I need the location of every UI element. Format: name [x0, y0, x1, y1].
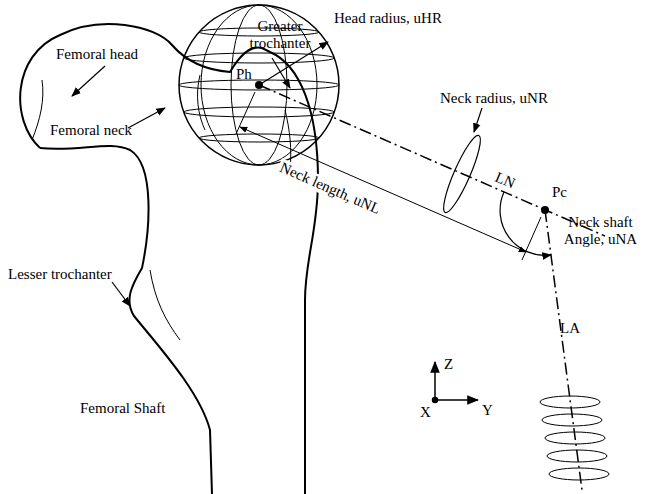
- part-label: Head radius, uHR: [334, 10, 442, 27]
- part-label: Femoral head: [56, 46, 138, 63]
- part-label: Y: [482, 402, 493, 419]
- part-label: Lesser trochanter: [8, 266, 112, 283]
- part-label: Femoral neck: [50, 122, 132, 139]
- part-label: Z: [444, 356, 453, 373]
- part-label: Pc: [552, 184, 567, 201]
- pointer-arrow: [72, 66, 105, 96]
- part-label: Greater trochanter: [240, 18, 320, 53]
- part-label: Neck radius, uNR: [440, 90, 548, 107]
- neck-length-dimension: [236, 92, 541, 260]
- part-label: LA: [560, 320, 580, 337]
- part-label: X: [420, 404, 431, 421]
- neck-shaft-point: [541, 206, 549, 214]
- part-label: Femoral Shaft: [80, 400, 165, 417]
- part-label: Neck shaft Angle, uNA: [553, 214, 648, 249]
- neck-ellipse: [438, 132, 486, 215]
- neck-radius-arrow: [474, 108, 482, 132]
- part-label: Neck length, uNL: [275, 158, 384, 219]
- femur-outline: [20, 24, 318, 494]
- neck-shaft-angle-arc: [500, 192, 551, 255]
- part-label: Ph: [236, 66, 252, 83]
- head-center-point: [255, 81, 263, 89]
- head-sphere: [179, 5, 339, 165]
- neck-axis: [259, 85, 605, 236]
- pointer-arrow: [128, 108, 165, 128]
- part-label: LN: [491, 168, 520, 193]
- shaft-ellipses: [540, 396, 609, 480]
- pointer-arrow: [112, 282, 130, 306]
- coordinate-axes: [433, 362, 479, 403]
- shaft-axis: [545, 210, 582, 490]
